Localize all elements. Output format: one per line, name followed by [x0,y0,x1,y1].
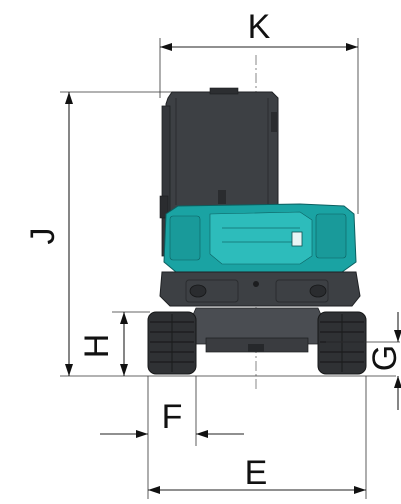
dimension-h: H [78,311,150,376]
dimension-k: K [159,8,359,214]
dimension-j: J [24,91,172,376]
label-f: F [162,398,183,436]
counterweight [159,271,361,307]
right-track [317,311,367,375]
label-h: H [78,334,116,359]
dimension-f: F [100,376,244,446]
label-g: G [366,345,401,371]
engine-cover [163,203,357,273]
left-track [147,311,197,375]
label-k: K [248,8,271,46]
excavator-rear-view [147,87,367,375]
dimension-g: G [326,312,401,410]
label-j: J [24,228,62,245]
dimension-e: E [147,376,367,499]
label-e: E [245,454,268,492]
undercarriage-body [187,307,327,353]
